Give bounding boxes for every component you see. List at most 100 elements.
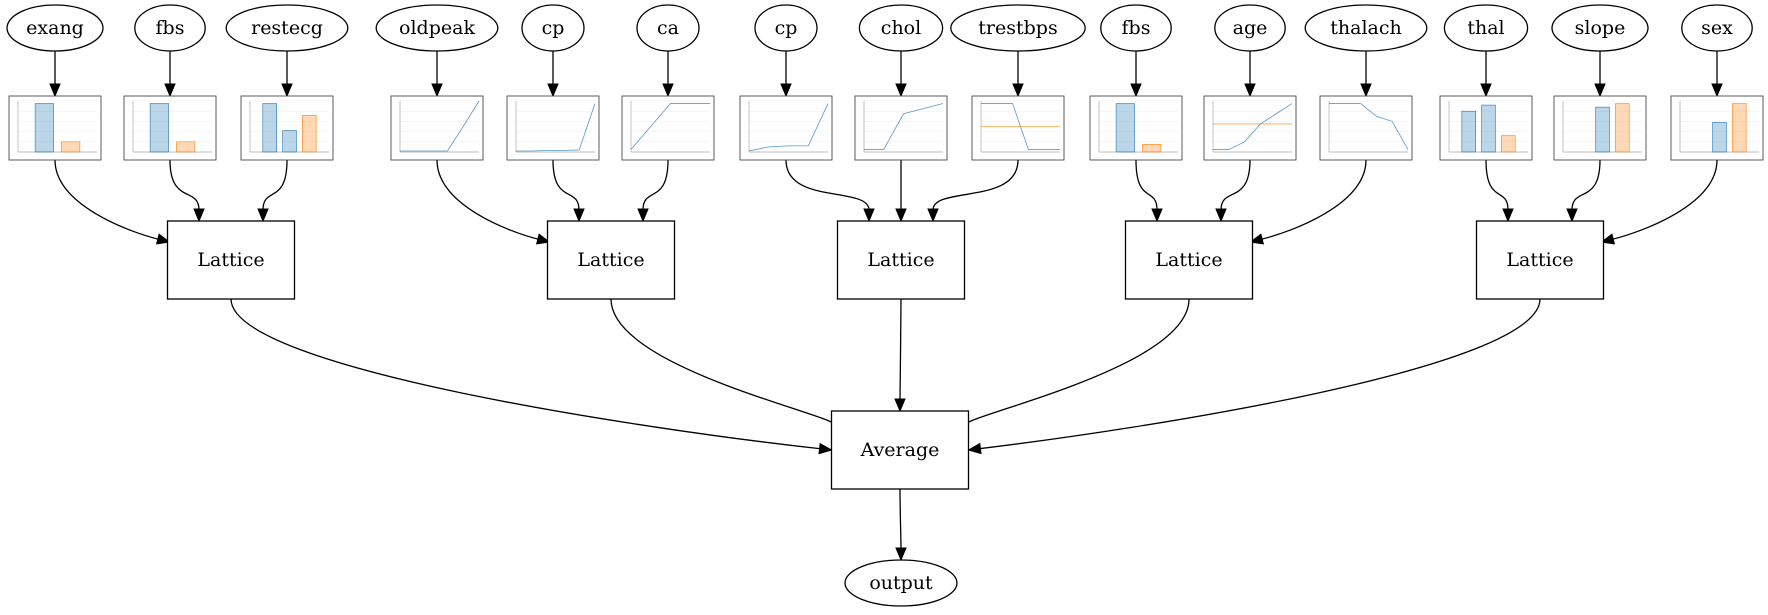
plot-to-lattice-edge (1566, 159, 1601, 223)
bar-mark (282, 130, 297, 153)
edge-line (932, 159, 1019, 211)
lattice-label: Lattice (1155, 249, 1222, 271)
edge-line (963, 298, 1190, 427)
arrowhead-icon (1566, 208, 1578, 223)
lattice-to-average-edge (957, 298, 1190, 438)
feature-to-plot-edge (895, 50, 907, 98)
bar-mark (1595, 106, 1610, 153)
feature-label: thalach (1330, 17, 1401, 39)
feature-to-plot-edge (662, 51, 674, 98)
arrowhead-icon (967, 442, 982, 455)
bar-mark (262, 103, 277, 153)
thumbnail-frame (1203, 95, 1297, 161)
plot-to-lattice-edge (1215, 159, 1251, 223)
feature-node: thal (1439, 4, 1533, 161)
feature-to-plot-edge (431, 51, 443, 98)
feature-label: cp (542, 17, 565, 39)
thumbnail-frame (1319, 95, 1413, 161)
lattice-node: Lattice (1475, 220, 1605, 300)
thumbnail-frame (1670, 95, 1764, 161)
edge-line (230, 298, 821, 450)
feature-ellipse (375, 4, 499, 52)
thumbnail-frame (1439, 95, 1533, 161)
edge-line (610, 298, 837, 427)
arrowhead-icon (547, 83, 559, 98)
lattice-node: Lattice (166, 220, 296, 300)
output-ellipse (844, 559, 958, 607)
calibrator-plot-thumbnail (123, 95, 217, 161)
average-label: Average (860, 439, 940, 461)
feature-ellipse (950, 4, 1086, 52)
calibrator-plot-thumbnail (1089, 95, 1183, 161)
arrowhead-icon (573, 208, 585, 223)
bar-mark (1615, 103, 1630, 153)
plot-to-lattice-edge (895, 159, 907, 223)
feature-label: cp (775, 17, 798, 39)
bar-mark (34, 103, 54, 153)
feature-node: cp (739, 4, 833, 161)
arrowhead-icon (193, 208, 205, 223)
lattice-to-average-edge (894, 298, 906, 413)
calibrator-plot-thumbnail (1203, 95, 1297, 161)
feature-to-plot-edge (1360, 50, 1372, 98)
thumbnail-frame (621, 95, 715, 161)
arrowhead-icon (863, 208, 875, 223)
edge-line (1612, 159, 1718, 240)
thumbnail-frame (240, 95, 334, 161)
lattice-box (836, 220, 966, 300)
thumbnail-frame (506, 95, 600, 161)
feature-node: ca (621, 4, 715, 161)
edge-line (169, 159, 200, 211)
plot-to-lattice-edge (1485, 159, 1514, 223)
series-line (630, 103, 710, 150)
edge-line (262, 159, 288, 211)
arrowhead-icon (780, 83, 792, 98)
arrowhead-icon (164, 83, 176, 98)
lattice-to-average-edge (230, 298, 833, 455)
thumbnail-frame (854, 95, 948, 161)
bar-mark (176, 141, 196, 153)
calibrator-plot-thumbnail (1553, 95, 1647, 161)
calibrator-plot-thumbnail (1319, 95, 1413, 161)
bar-mark (1142, 144, 1162, 153)
bar-mark (1732, 103, 1747, 153)
plot-to-lattice-edge (1600, 159, 1718, 245)
feature-ellipse (754, 4, 818, 52)
output-node: output (844, 559, 958, 607)
bar-mark (1461, 110, 1476, 153)
lattice-label: Lattice (197, 249, 264, 271)
average-node: Average (830, 410, 970, 490)
lattice-label: Lattice (577, 249, 644, 271)
feature-to-plot-edge (1244, 51, 1256, 98)
edge-line (1261, 159, 1367, 240)
feature-label: chol (881, 17, 921, 39)
feature-node: exang (6, 4, 104, 161)
thumbnail-frame (1089, 95, 1183, 161)
plot-to-lattice-edge (1135, 159, 1163, 223)
edge-line (1571, 159, 1601, 211)
feature-label: trestbps (978, 17, 1057, 39)
calibrator-plot-thumbnail (621, 95, 715, 161)
arrowhead-icon (662, 83, 674, 98)
feature-ellipse (636, 4, 700, 52)
thumbnail-frame (390, 95, 484, 161)
lattice-label: Lattice (867, 249, 934, 271)
plot-to-lattice-edge (257, 159, 288, 223)
feature-node: trestbps (950, 4, 1086, 161)
edge-line (1220, 159, 1251, 211)
arrowhead-icon (1600, 233, 1616, 245)
average-box (830, 410, 970, 490)
edge-line (899, 298, 902, 401)
feature-to-plot-edge (49, 51, 61, 98)
bar-mark (1501, 135, 1516, 153)
edge-line (899, 488, 902, 550)
lattice-box (546, 220, 676, 300)
feature-to-plot-edge (164, 51, 176, 98)
feature-to-plot-edge (547, 51, 559, 98)
feature-to-plot-edge (1480, 51, 1492, 98)
arrowhead-icon (535, 233, 551, 245)
edge-line (436, 159, 539, 240)
feature-ellipse (1443, 4, 1529, 52)
feature-ellipse (1681, 4, 1753, 52)
